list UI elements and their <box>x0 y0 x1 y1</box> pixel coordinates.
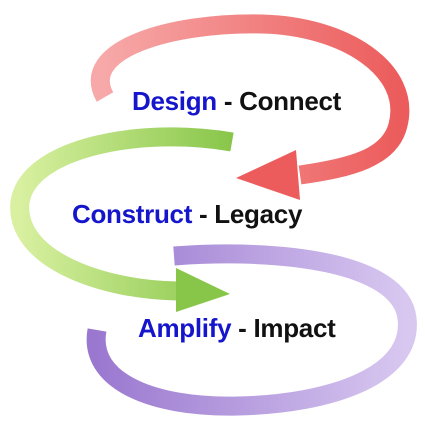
loop-arrow-construct <box>10 127 234 312</box>
stage-label-construct: Construct - Legacy <box>72 199 302 230</box>
stage-keyword: Construct <box>72 199 193 229</box>
stage-outcome: Impact <box>253 313 336 343</box>
loop-arrow-design-body <box>90 14 410 185</box>
loop-arrow-design-head <box>236 150 300 200</box>
stage-separator: - <box>192 199 215 229</box>
stage-keyword: Amplify <box>138 313 232 343</box>
stage-separator: - <box>216 86 240 116</box>
stage-label-design: Design - Connect <box>132 86 341 117</box>
stage-outcome: Connect <box>239 86 342 116</box>
stage-label-amplify: Amplify - Impact <box>138 313 336 344</box>
loop-arrow-construct-head <box>176 268 230 312</box>
stage-keyword: Design <box>132 86 217 116</box>
loop-arrow-construct-body <box>10 127 234 301</box>
stage-separator: - <box>231 313 254 343</box>
loop-arrow-design <box>90 14 410 200</box>
loop-arrow-amplify <box>86 244 417 416</box>
loop-arrow-amplify-body <box>86 244 417 416</box>
stage-outcome: Legacy <box>214 199 303 229</box>
